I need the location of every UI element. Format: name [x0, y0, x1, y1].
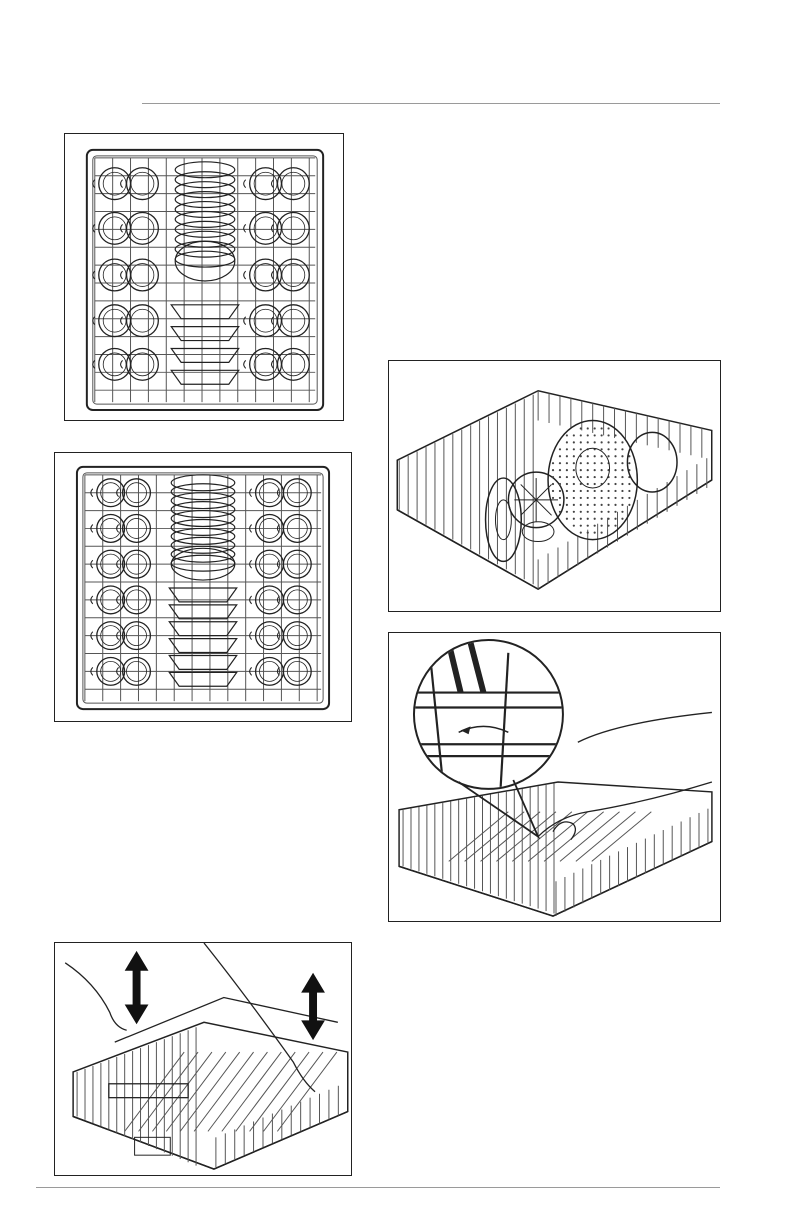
upper-rack-large-items-figure — [388, 360, 721, 612]
footer-divider — [36, 1187, 720, 1188]
rack-fold-down-detail-figure — [388, 632, 721, 922]
upper-rack-large-items-icon — [389, 361, 720, 611]
upper-rack-layout-10-cups-icon — [65, 134, 343, 420]
rack-height-adjustment-figure — [54, 942, 352, 1176]
rack-height-adjustment-icon — [55, 943, 351, 1175]
rack-wire-fold-down-detail-icon — [389, 633, 720, 921]
upper-rack-layout-figure-1 — [64, 133, 344, 421]
upper-rack-layout-12-cups-icon — [55, 453, 351, 721]
header-divider — [142, 103, 720, 104]
upper-rack-layout-figure-2 — [54, 452, 352, 722]
